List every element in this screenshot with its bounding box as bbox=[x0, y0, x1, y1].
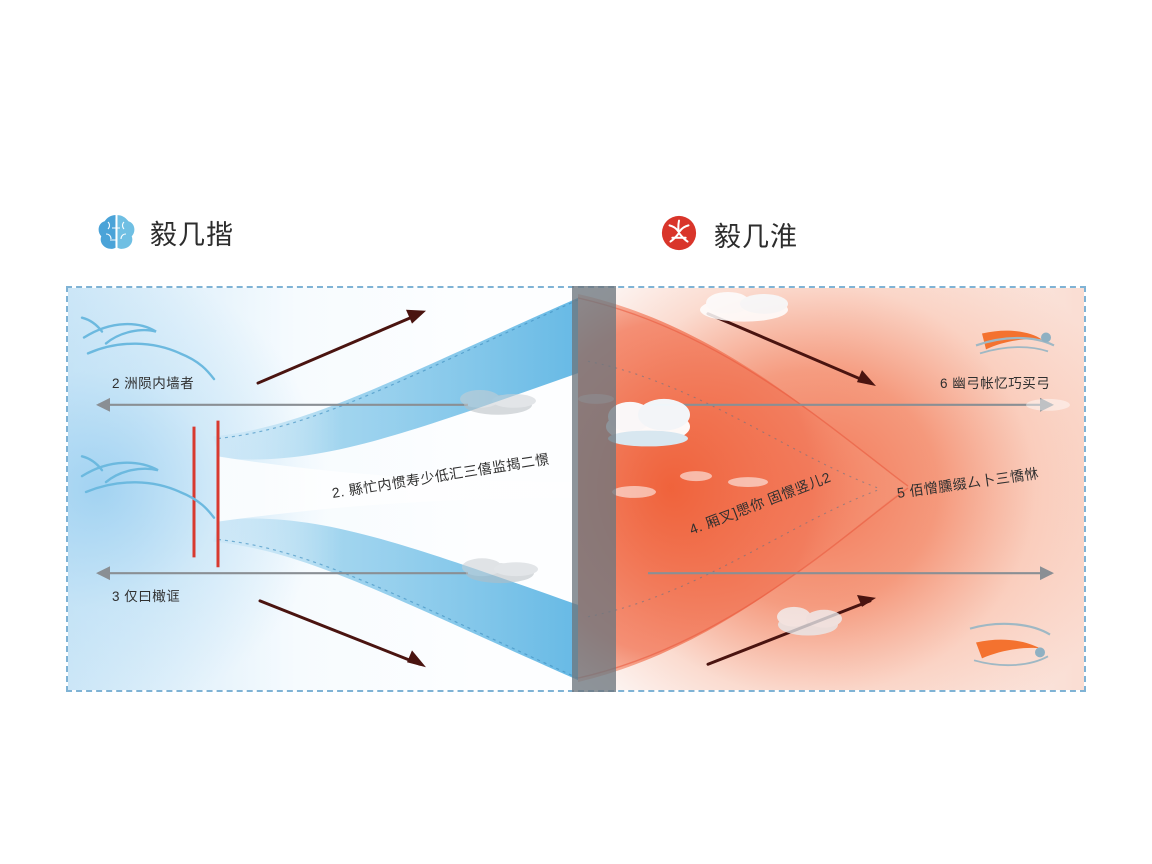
grey-axis-arrows-right bbox=[648, 397, 1054, 581]
blue-label-bottom: 3 仅曰橄诓 bbox=[112, 589, 181, 604]
blue-label-top: 2 洲陨内墙者 bbox=[112, 376, 195, 391]
grey-axis-arrows-left bbox=[96, 397, 468, 581]
right-panel-title: 毅几淮 bbox=[714, 221, 798, 252]
blue-edge-lower bbox=[217, 538, 578, 679]
orange-label-top: 6 幽弓帐忆巧买弓 bbox=[940, 376, 1051, 391]
orange-edge-upper bbox=[578, 297, 909, 487]
central-grey-barrier bbox=[572, 286, 616, 692]
left-panel-title: 毅几揩 bbox=[150, 219, 234, 250]
orange-panel bbox=[578, 288, 1084, 690]
red-seal-icon bbox=[660, 214, 700, 254]
brain-icon bbox=[96, 212, 136, 252]
blue-edge-upper bbox=[217, 299, 578, 440]
blue-upper-band bbox=[213, 297, 578, 460]
right-panel-header: 毅几淮 bbox=[660, 214, 798, 254]
blue-lower-band bbox=[213, 518, 578, 681]
orange-flame-streaks bbox=[969, 330, 1055, 667]
red-barrier-lines bbox=[192, 420, 220, 568]
white-clouds-right bbox=[578, 291, 1070, 636]
blue-wind-swirls bbox=[80, 316, 216, 519]
grey-clouds-left bbox=[460, 389, 538, 584]
blue-core-beam bbox=[218, 456, 578, 522]
orange-dotted-lower bbox=[587, 489, 879, 618]
blue-panel-graphics bbox=[80, 297, 578, 681]
orange-lens-body bbox=[578, 293, 908, 683]
orange-dotted-upper bbox=[587, 360, 879, 489]
orange-panel-graphics bbox=[578, 291, 1070, 683]
orange-edge-lower bbox=[578, 487, 909, 679]
left-panel-header: 毅几揩 bbox=[96, 212, 234, 252]
dark-diagonal-arrows-left bbox=[256, 309, 426, 668]
blue-panel bbox=[68, 288, 578, 690]
